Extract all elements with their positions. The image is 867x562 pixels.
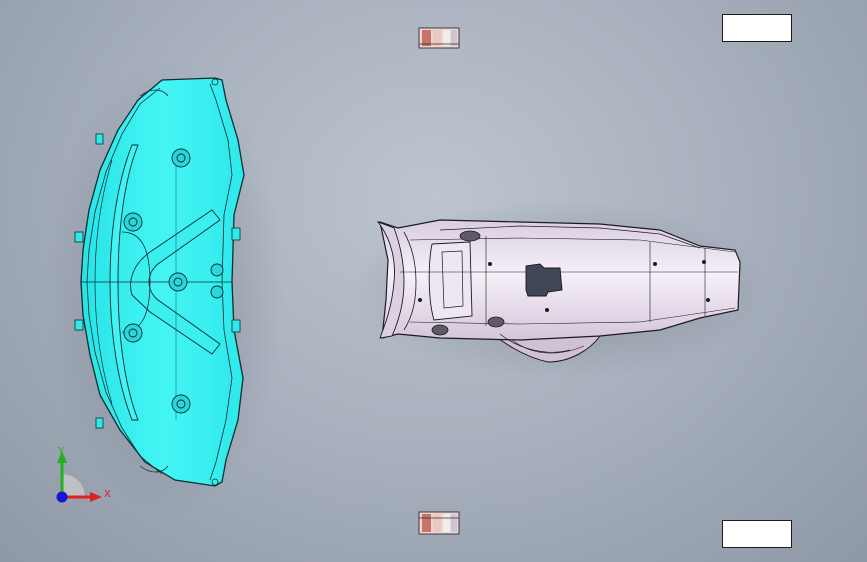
x-axis-arrowhead — [90, 492, 102, 502]
y-axis-label: Y — [57, 446, 65, 457]
x-axis-label: X — [104, 489, 111, 500]
coordinate-triad: Y X — [56, 446, 111, 503]
annotation-box-top[interactable] — [722, 14, 792, 42]
y-axis-arrowhead — [57, 451, 67, 463]
cyan-panel-part[interactable] — [74, 77, 245, 487]
z-axis-dot — [56, 491, 68, 503]
nut-fastener-bottom[interactable] — [418, 511, 460, 535]
nut-fastener-top[interactable] — [418, 27, 460, 49]
annotation-box-bottom[interactable] — [722, 520, 792, 548]
pink-housing-part[interactable] — [376, 219, 741, 363]
